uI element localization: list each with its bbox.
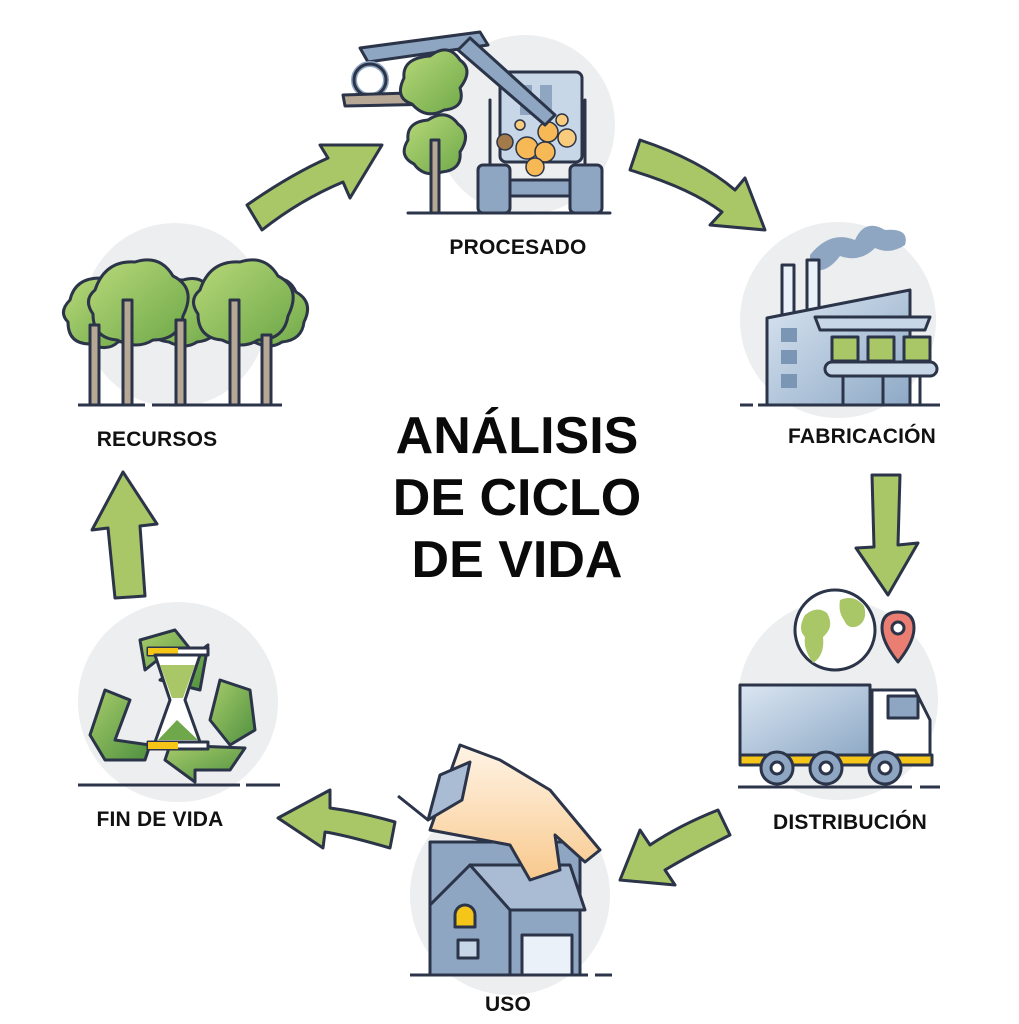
recycle-hourglass-icon xyxy=(78,602,280,802)
arrow-uso-to-fin-de-vida xyxy=(276,788,397,850)
truck-globe-icon xyxy=(738,588,940,800)
arrow-fabricacion-to-distribucion xyxy=(854,473,920,597)
forest-icon xyxy=(62,223,310,407)
factory-icon xyxy=(740,222,940,418)
harvester-icon xyxy=(341,30,615,215)
arrow-fin-de-vida-to-recursos xyxy=(90,470,159,600)
title-line-3: DE VIDA xyxy=(411,531,623,589)
arrow-procesado-to-fabricacion xyxy=(628,138,767,232)
stage-label-distribucion: DISTRIBUCIÓN xyxy=(772,811,928,834)
stage-label-fabricacion: FABRICACIÓN xyxy=(787,425,937,448)
title-line-1: ANÁLISIS xyxy=(395,407,639,465)
title-line-2: DE CICLO xyxy=(392,469,642,527)
stage-label-fin-de-vida: FIN DE VIDA xyxy=(96,808,224,831)
arrow-distribucion-to-uso xyxy=(618,808,732,887)
stage-label-uso: USO xyxy=(484,993,532,1016)
diagram-title: ANÁLISIS DE CICLO DE VIDA xyxy=(393,405,641,591)
stage-label-recursos: RECURSOS xyxy=(96,428,218,451)
hand-house-icon xyxy=(397,743,612,995)
arrow-recursos-to-procesado xyxy=(245,143,384,232)
stage-label-procesado: PROCESADO xyxy=(449,236,587,259)
